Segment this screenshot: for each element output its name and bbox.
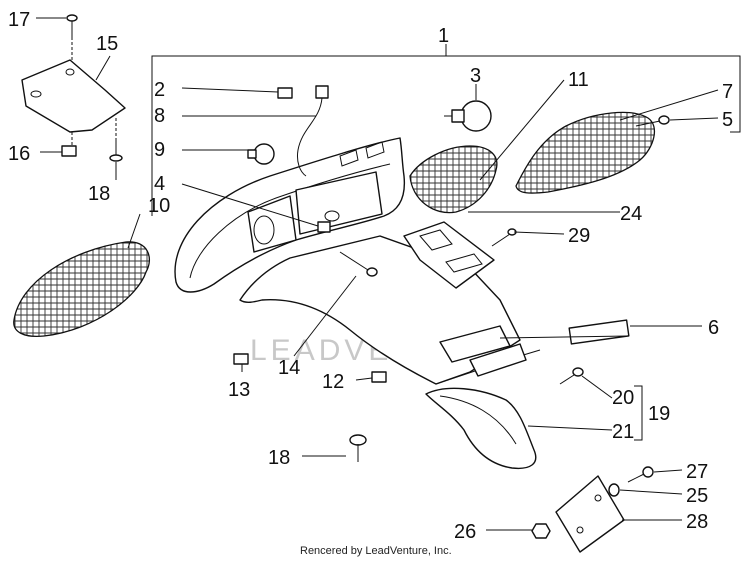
callout-7: 7 <box>722 81 733 103</box>
callout-1: 1 <box>438 25 449 47</box>
rear-fairing-part-1 <box>174 137 406 293</box>
bolt-part-27 <box>627 466 654 483</box>
credit-text: Rencered by LeadVenture, Inc. <box>300 545 452 557</box>
callout-8: 8 <box>154 105 165 127</box>
bolt-part-29 <box>491 228 517 247</box>
callout-19: 19 <box>648 403 670 425</box>
clip-part-2 <box>277 87 293 99</box>
clip-part-4 <box>317 221 331 233</box>
screw-part-18-bottom <box>349 434 367 462</box>
mudflap-part-21 <box>425 387 537 470</box>
bulb-part-9 <box>247 143 275 165</box>
callout-6: 6 <box>708 317 719 339</box>
callout-10: 10 <box>148 195 170 217</box>
washer-part-25 <box>608 483 620 497</box>
lens-part-10 <box>13 241 150 338</box>
callout-9: 9 <box>154 139 165 161</box>
callout-2: 2 <box>154 79 165 101</box>
screw-part-14 <box>339 251 378 277</box>
callout-11: 11 <box>568 69 589 91</box>
clip-part-13 <box>233 353 249 365</box>
callout-16: 16 <box>8 143 30 165</box>
assembly-1-bracket <box>151 55 741 216</box>
bracket-plate-part-15 <box>21 59 126 133</box>
callout-14: 14 <box>278 357 300 379</box>
screw-part-18-top <box>109 118 123 162</box>
callout-20: 20 <box>612 387 634 409</box>
callout-4: 4 <box>154 173 165 195</box>
clip-nut-part-16 <box>61 132 77 157</box>
plate-holder-part-24 <box>403 221 495 289</box>
callout-27: 27 <box>686 461 708 483</box>
screw-part-5 <box>635 115 670 127</box>
callout-18-bottom: 18 <box>268 447 290 469</box>
callout-26: 26 <box>454 521 476 543</box>
callout-17: 17 <box>8 9 30 31</box>
callout-28: 28 <box>686 511 708 533</box>
callout-3: 3 <box>470 65 481 87</box>
reflector-part-6 <box>568 319 630 345</box>
callout-13: 13 <box>228 379 250 401</box>
clip-part-12 <box>371 371 387 383</box>
callout-25: 25 <box>686 485 708 507</box>
callout-29: 29 <box>568 225 590 247</box>
screw-part-17 <box>66 14 78 60</box>
callout-15: 15 <box>96 33 118 55</box>
tail-lens-part-11 <box>409 145 498 214</box>
callout-18-top: 18 <box>88 183 110 205</box>
nut-part-26 <box>531 523 551 539</box>
tail-housing-part-7 <box>515 111 656 194</box>
callout-21: 21 <box>612 421 634 443</box>
callouts: 1 2 3 4 5 6 7 8 9 10 11 12 13 14 15 16 1… <box>8 9 733 543</box>
callout-5: 5 <box>722 109 733 131</box>
wiring-part-8 <box>297 85 329 177</box>
leader-lines <box>36 17 719 531</box>
bolt-part-20 <box>559 367 584 385</box>
bulb-part-3 <box>444 100 492 132</box>
callout-12: 12 <box>322 371 344 393</box>
callout-24: 24 <box>620 203 642 225</box>
